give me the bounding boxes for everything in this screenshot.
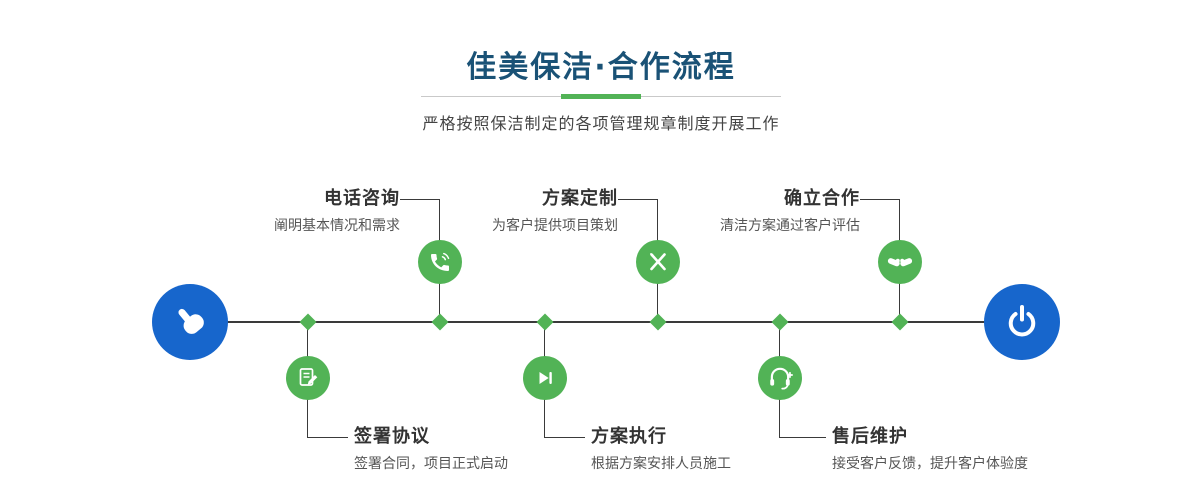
divider-accent-bar [561, 94, 641, 99]
connector-hline-handshake [860, 199, 900, 200]
axis-diamond-handshake [891, 313, 909, 331]
axis-diamond-phone [431, 313, 449, 331]
connector-hline-phone [400, 199, 440, 200]
hand-pointer-icon [178, 308, 204, 334]
axis-diamond-service [771, 313, 789, 331]
step-description: 为客户提供项目策划 [492, 218, 618, 234]
step-node-contract [286, 356, 330, 400]
step-after-sales: 售后维护 接受客户反馈，提升客户体验度 [832, 426, 1142, 474]
step-title: 确立合作 [784, 188, 860, 209]
step-node-handshake [878, 240, 922, 284]
contract-sign-icon [299, 368, 318, 386]
step-node-execute [523, 356, 567, 400]
step-title: 方案执行 [591, 426, 667, 447]
handshake-icon [887, 258, 913, 267]
section-subtitle: 严格按照保洁制定的各项管理规章制度开展工作 [422, 114, 780, 133]
axis-diamond-execute [536, 313, 554, 331]
axis-diamond-contract [299, 313, 317, 331]
step-description: 接受客户反馈，提升客户体验度 [832, 456, 1028, 472]
step-plan-execute: 方案执行 根据方案安排人员施工 [591, 426, 871, 474]
connector-hline-service [780, 437, 826, 438]
power-icon [1008, 305, 1036, 337]
step-establish-cooperation: 确立合作 清洁方案通过客户评估 [640, 188, 860, 236]
step-plan-customize: 方案定制 为客户提供项目策划 [398, 188, 618, 236]
step-title: 签署协议 [354, 426, 430, 447]
phone-icon [431, 252, 450, 271]
step-title: 售后维护 [832, 426, 908, 447]
step-sign-agreement: 签署协议 签署合同，项目正式启动 [354, 426, 634, 474]
timeline-end-node [984, 284, 1060, 360]
section-title: 佳美保洁·合作流程 [466, 50, 736, 85]
step-description: 清洁方案通过客户评估 [720, 218, 860, 234]
step-node-design [636, 240, 680, 284]
title-divider [421, 94, 781, 99]
step-node-service [758, 356, 802, 400]
connector-hline-design [618, 199, 658, 200]
timeline-start-node [152, 284, 228, 360]
step-title: 电话咨询 [324, 188, 400, 209]
step-description: 根据方案安排人员施工 [591, 456, 731, 472]
connector-hline-execute [545, 437, 585, 438]
headset-support-icon [770, 367, 793, 390]
play-next-icon [539, 372, 552, 384]
step-title: 方案定制 [542, 188, 618, 209]
design-tools-icon [650, 253, 666, 271]
connector-hline-contract [308, 437, 348, 438]
step-node-phone [418, 240, 462, 284]
axis-diamond-design [649, 313, 667, 331]
timeline-axis-line [190, 321, 1022, 323]
step-description: 签署合同，项目正式启动 [354, 456, 508, 472]
step-description: 阐明基本情况和需求 [274, 218, 400, 234]
step-phone-consult: 电话咨询 阐明基本情况和需求 [180, 188, 400, 236]
